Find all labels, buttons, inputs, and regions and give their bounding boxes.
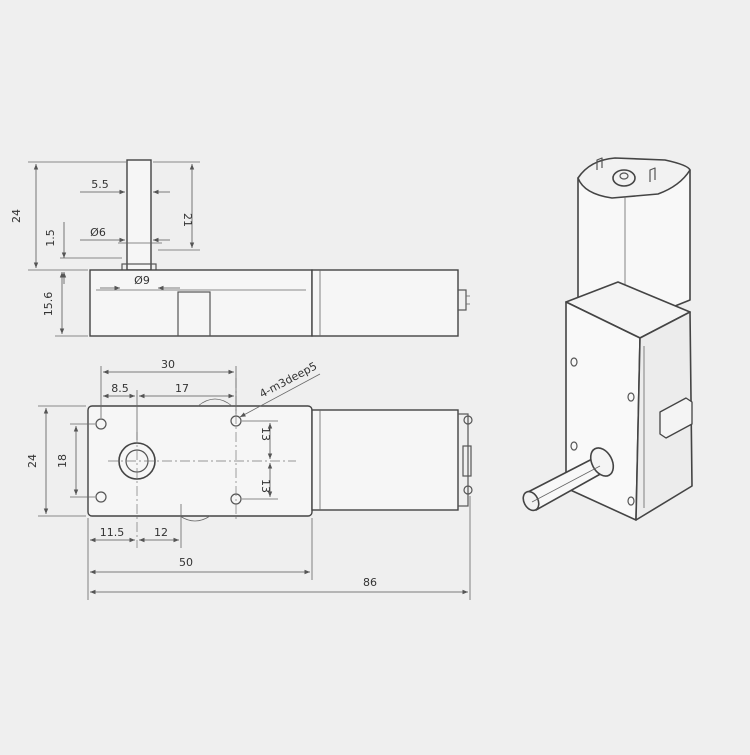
dim-30: 30 [161, 358, 175, 371]
dim-13-bottom: 13 [259, 479, 272, 493]
iso-motor-bearing [612, 169, 636, 187]
iso-side-tab [659, 397, 693, 439]
shaft-boss [118, 442, 156, 480]
dim-24-side: 24 [10, 209, 23, 223]
iso-motor-top [577, 157, 691, 199]
output-shaft [126, 159, 152, 271]
terminal-top [463, 415, 473, 425]
dim-24-front: 24 [26, 454, 39, 468]
dim-1-5: 1.5 [44, 229, 57, 247]
dim-15-6: 15.6 [42, 292, 55, 317]
iso-shaft-end [522, 490, 540, 512]
iso-hole-1 [570, 357, 578, 367]
iso-hole-3 [570, 441, 578, 451]
dim-11-5: 11.5 [100, 526, 125, 539]
dim-8-5: 8.5 [111, 382, 129, 395]
motor-end-cap [457, 289, 467, 311]
dim-5-5: 5.5 [91, 178, 109, 191]
isometric-view [522, 157, 693, 521]
front-view: 30 8.5 17 4-m3deep5 13 13 24 18 11.5 1 [26, 358, 473, 600]
dim-21: 21 [181, 213, 194, 227]
dim-13-top: 13 [259, 427, 272, 441]
dim-12: 12 [154, 526, 168, 539]
side-view: 24 1.5 15.6 5.5 Ø6 21 Ø9 [10, 159, 470, 337]
mount-hole-bottom-left [95, 491, 107, 503]
mount-hole-top-left [95, 418, 107, 430]
iso-terminal-left [596, 157, 603, 170]
dim-17: 17 [175, 382, 189, 395]
dim-phi-6: Ø6 [90, 226, 106, 239]
dim-86: 86 [363, 576, 377, 589]
dim-phi-9: Ø9 [134, 274, 150, 287]
motor-body-front [311, 409, 459, 511]
motor-end-cap-front [457, 413, 469, 507]
iso-hole-2 [627, 392, 635, 402]
iso-terminal-right [649, 167, 656, 182]
note-mounting-holes: 4-m3deep5 [257, 360, 319, 401]
motor-body-side [311, 269, 459, 337]
terminal-bottom [463, 485, 473, 495]
iso-shaft-collar [589, 447, 615, 477]
dim-50: 50 [179, 556, 193, 569]
gearbox-body-side [89, 269, 313, 337]
iso-hole-4 [627, 496, 635, 506]
side-tab [177, 291, 211, 337]
dim-18: 18 [56, 454, 69, 468]
